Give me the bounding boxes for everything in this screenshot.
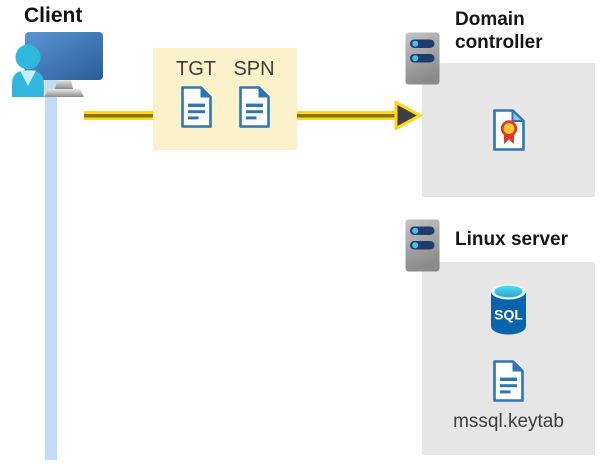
client-lifeline <box>45 76 57 460</box>
spn-document-icon <box>238 85 271 129</box>
tgt-document-icon <box>180 85 213 129</box>
keytab-label: mssql.keytab <box>453 411 564 432</box>
domain-controller-box <box>422 63 595 197</box>
certificate-icon <box>492 109 525 151</box>
spn-ticket: SPN <box>226 58 282 129</box>
domain-controller-title: Domain controller <box>455 9 543 53</box>
linux-server-box: SQL mssql.keytab <box>422 262 595 455</box>
keytab-document-icon <box>492 359 525 403</box>
linux-server-title: Linux server <box>455 229 568 250</box>
user-icon <box>12 44 44 97</box>
sql-database-icon: SQL <box>491 283 526 335</box>
domain-controller-server-icon <box>405 32 440 85</box>
client-icon <box>12 32 103 97</box>
tgt-ticket: TGT <box>168 58 224 129</box>
ticket-box: TGT SPN <box>153 48 297 150</box>
spn-label: SPN <box>233 58 275 80</box>
linux-server-icon <box>405 219 440 272</box>
sql-label: SQL <box>494 307 523 323</box>
client-label: Client <box>24 4 83 27</box>
monitor-icon <box>25 32 103 97</box>
tgt-label: TGT <box>176 58 216 80</box>
